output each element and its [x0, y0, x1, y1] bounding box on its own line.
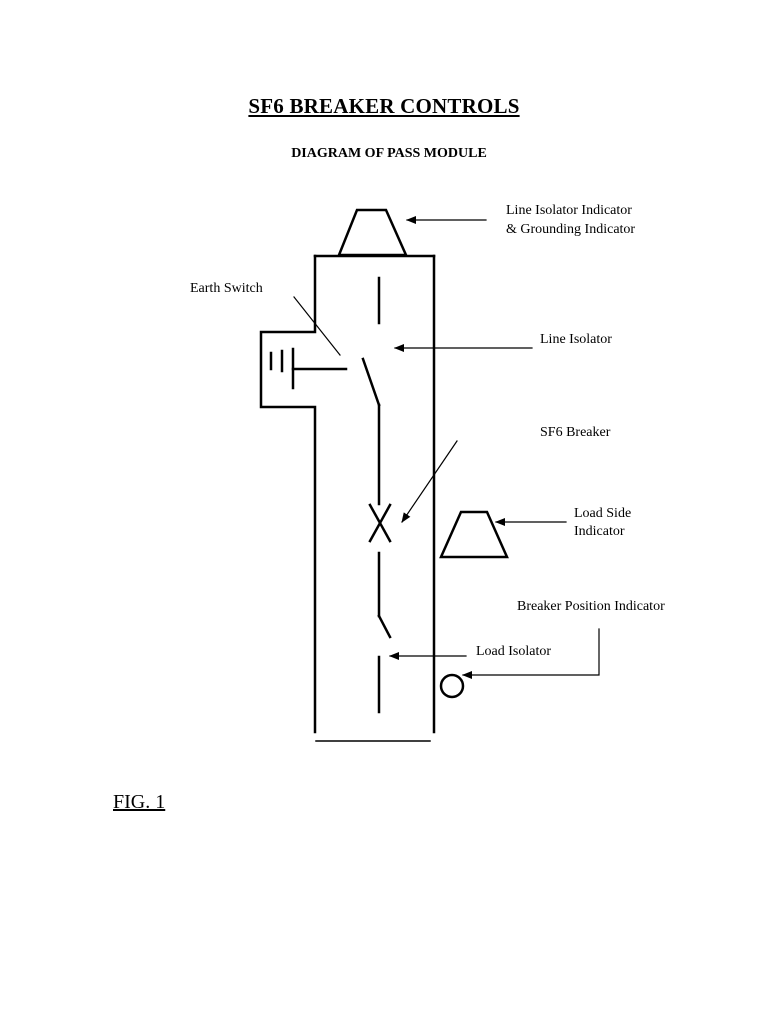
label-load-side-indicator: Indicator — [574, 524, 625, 539]
label-line-isolator: Line Isolator — [540, 332, 612, 347]
sf6-breaker-symbol — [368, 503, 392, 543]
page-title: SF6 BREAKER CONTROLS — [248, 94, 520, 118]
diagram-subtitle: DIAGRAM OF PASS MODULE — [291, 146, 487, 161]
label-line-isolator-indicator: Line Isolator Indicator — [506, 203, 632, 218]
leader-sf6-breaker — [401, 440, 458, 523]
label-breaker-position-indicator: Breaker Position Indicator — [517, 599, 665, 614]
figure-caption: FIG. 1 — [113, 791, 166, 813]
breaker-position-indicator-shape — [439, 673, 465, 699]
line-isolator-indicator-shape — [337, 208, 408, 257]
module-enclosure — [259, 254, 436, 734]
label-load-isolator: Load Isolator — [476, 644, 552, 659]
label-earth-switch: Earth Switch — [190, 281, 263, 296]
label-sf6-breaker: SF6 Breaker — [540, 425, 611, 440]
load-isolator-blade — [377, 614, 392, 639]
label-grounding-indicator: & Grounding Indicator — [506, 222, 636, 237]
earth-switch-symbol — [269, 347, 348, 390]
leader-earth-switch — [293, 296, 341, 356]
label-load-side: Load Side — [574, 506, 632, 521]
leader-breaker-position — [462, 628, 600, 679]
line-isolator-blade — [361, 357, 381, 407]
load-side-indicator-shape — [439, 510, 509, 559]
